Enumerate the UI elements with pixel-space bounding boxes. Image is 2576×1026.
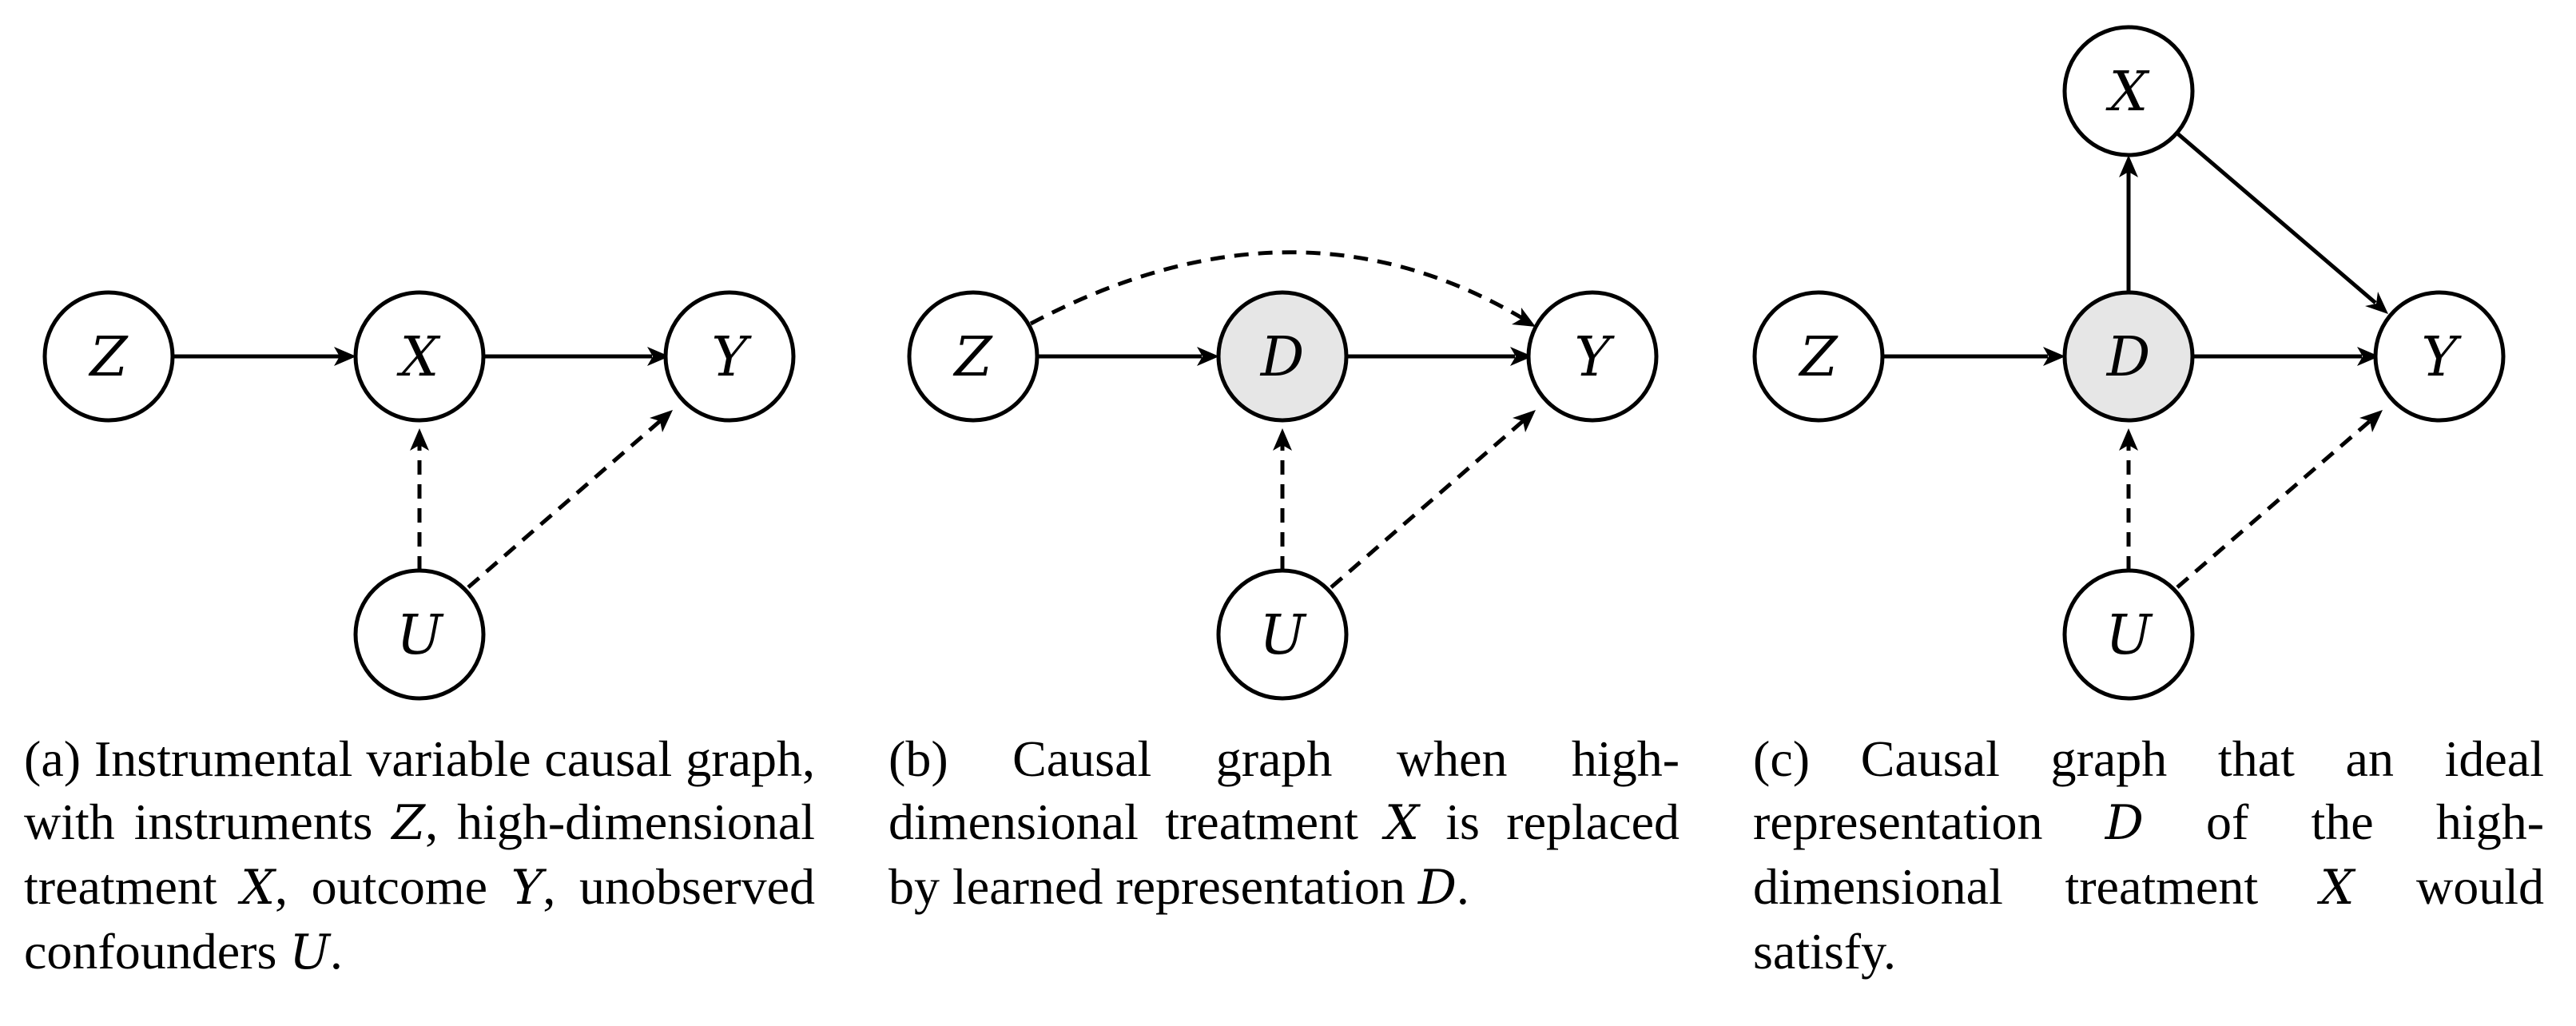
caption-b: (b) Causal graph when high-dimensional t…: [888, 727, 1680, 920]
edge-a-x-y-head: [647, 347, 670, 366]
edge-a-u-y-line: [467, 420, 662, 589]
caption-math-symbol: X: [2320, 860, 2355, 916]
svg-text:D: D: [2105, 326, 2151, 389]
edge-b-u-y-head: [1513, 410, 1536, 432]
caption-text: , unobserved confounders: [24, 858, 816, 980]
edge-c-d-y-head: [2357, 347, 2379, 366]
caption-math-symbol: X: [241, 860, 276, 916]
edge-c-x-y-head: [2365, 292, 2388, 314]
svg-text:U: U: [2105, 604, 2153, 667]
svg-text:Z: Z: [1798, 326, 1839, 389]
edge-b-z-y-curve: [1029, 250, 1524, 326]
svg-text:X: X: [2105, 61, 2150, 124]
node-c-u: U: [2062, 568, 2195, 701]
caption-math-symbol: X: [1385, 795, 1419, 851]
edge-b-z-d-head: [1197, 347, 1219, 366]
svg-text:Z: Z: [88, 326, 129, 389]
edge-c-u-y-line: [2176, 420, 2371, 589]
caption-text: would satisfy.: [1753, 858, 2544, 980]
node-c-y: Y: [2373, 290, 2506, 423]
panel-c: X Z D Y U: [1752, 25, 2506, 701]
node-a-y: Y: [663, 290, 796, 423]
node-b-y: Y: [1526, 290, 1659, 423]
caption-text: of the high-dimensional treatment: [1753, 793, 2545, 915]
edge-a-u-y-head: [650, 410, 673, 432]
caption-math-symbol: D: [2105, 795, 2144, 851]
svg-text:Y: Y: [1575, 326, 1616, 389]
svg-text:Y: Y: [712, 326, 753, 389]
svg-text:U: U: [396, 604, 444, 667]
node-b-z: Z: [907, 290, 1040, 423]
edge-b-d-y-head: [1510, 347, 1532, 366]
edge-b-z-y-head: [1512, 308, 1536, 327]
node-c-d: D: [2062, 290, 2195, 423]
caption-text: (a) Instrumental variable causal graph, …: [24, 730, 815, 850]
caption-a: (a) Instrumental variable causal graph, …: [24, 727, 815, 984]
caption-c: (c) Causal graph that an ideal represent…: [1753, 727, 2544, 983]
edge-c-u-d-head: [2119, 428, 2138, 451]
caption-text: .: [329, 923, 343, 980]
edge-c-x-y-line: [2175, 131, 2377, 304]
caption-text: is replaced by learned representation: [888, 793, 1680, 915]
caption-math-symbol: Y: [511, 860, 543, 916]
caption-math-symbol: U: [289, 925, 330, 980]
svg-text:D: D: [1259, 326, 1305, 389]
caption-text: (b) Causal graph when high-dimensional t…: [888, 730, 1680, 850]
caption-text: (c) Causal graph that an ideal represent…: [1753, 730, 2544, 850]
caption-text: .: [1456, 858, 1469, 915]
svg-text:U: U: [1259, 604, 1307, 667]
caption-math-symbol: D: [1417, 860, 1457, 916]
edge-c-d-x-head: [2119, 155, 2138, 177]
node-a-x: X: [353, 290, 486, 423]
caption-math-symbol: Z: [392, 795, 426, 851]
panel-a: Z X Y U: [42, 290, 796, 701]
edge-a-u-x-head: [410, 428, 429, 451]
svg-text:X: X: [396, 326, 441, 389]
node-a-u: U: [353, 568, 486, 701]
node-a-z: Z: [42, 290, 175, 423]
edge-b-u-d-head: [1273, 428, 1292, 451]
edge-a-z-x-head: [334, 347, 356, 366]
edge-b-u-y-line: [1330, 420, 1525, 589]
node-b-d: D: [1216, 290, 1349, 423]
edge-c-u-y-head: [2359, 410, 2383, 432]
edge-c-z-d-head: [2043, 347, 2065, 366]
svg-text:Z: Z: [952, 326, 993, 389]
caption-text: , outcome: [275, 858, 511, 915]
node-c-x: X: [2062, 25, 2195, 157]
svg-text:Y: Y: [2422, 326, 2463, 389]
caption-text: , high-dimensional treatment: [24, 793, 816, 915]
panel-b: Z D Y U: [907, 250, 1659, 701]
node-c-z: Z: [1752, 290, 1885, 423]
node-b-u: U: [1216, 568, 1349, 701]
